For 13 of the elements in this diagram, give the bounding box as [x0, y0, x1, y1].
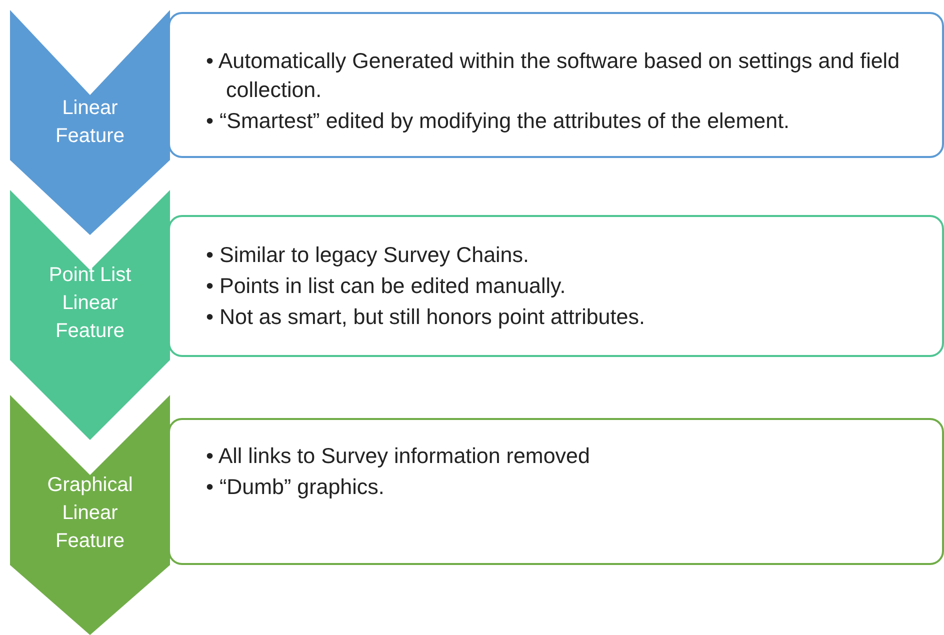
- chevron-label: Linear Feature: [54, 96, 126, 149]
- content-card: [168, 215, 944, 357]
- bullet-text: • Not as smart, but still honors point attributes.: [206, 304, 645, 330]
- bullet-text: • Automatically Generated within the software based on settings and field collection.: [206, 48, 901, 104]
- bullet-text: • “Smartest” edited by modifying the attributes of the element.: [206, 108, 791, 134]
- chevron-label: Graphical Linear Feature: [46, 473, 134, 554]
- chevron-label: Point List Linear Feature: [48, 263, 132, 344]
- content-card: [168, 418, 944, 565]
- content-card: [168, 12, 944, 158]
- bullet-text: • Points in list can be edited manually.: [206, 272, 567, 300]
- bullet-text: • All links to Survey information removed: [206, 442, 590, 470]
- bullet-text: • “Dumb” graphics.: [206, 474, 386, 500]
- bullet-text: • Similar to legacy Survey Chains.: [206, 242, 530, 268]
